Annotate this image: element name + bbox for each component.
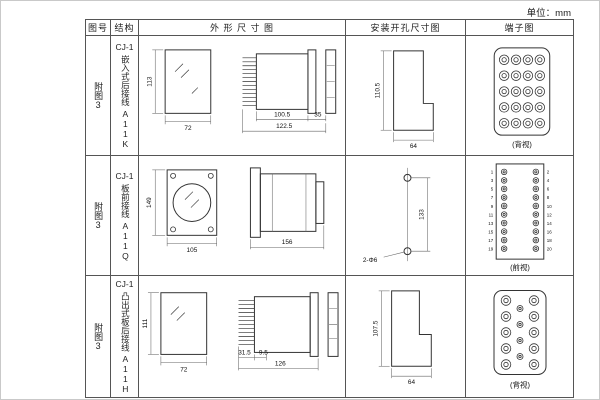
front-view: 149 105 [146, 169, 218, 254]
svg-text:9: 9 [491, 204, 494, 209]
hole-callout: 2-Φ6 [363, 257, 378, 264]
type-code-label: A11Q [120, 220, 131, 261]
dim-height: 111 [142, 318, 149, 328]
structure-cell-row1: CJ-1 嵌入式后接线 A11K [111, 36, 139, 156]
dim-pin-length: 31.5 [238, 349, 251, 356]
type-code-label: A11H [120, 354, 131, 395]
terminal-circles [498, 54, 545, 129]
dim-height: 113 [146, 76, 153, 87]
dim-depth: 126 [275, 360, 286, 367]
spec-table: 图号 结构 外 形 尺 寸 图 安装开孔尺寸图 端子图 附图3 CJ-1 嵌入式… [85, 19, 574, 398]
terminal-circles [500, 295, 540, 370]
fig-no-cell-row1: 附图3 [86, 36, 111, 156]
header-terminal: 端子图 [466, 20, 573, 36]
install-drawing-front-wired: 133 2-Φ6 [363, 167, 431, 264]
install-cell-row3: 107.5 64 [346, 276, 466, 397]
svg-text:8: 8 [547, 195, 550, 200]
outline-drawing-projecting: 111 72 31.5 9.5 [142, 292, 339, 373]
structure-cell-row3: CJ-1 凸出式板后接线 A11H [111, 276, 139, 397]
svg-text:5: 5 [491, 187, 494, 192]
svg-text:4: 4 [547, 178, 550, 183]
dim-height: 149 [146, 197, 153, 208]
structure-label: 凸出式板后接线 [120, 291, 131, 352]
type-code-label: A11K [120, 109, 131, 149]
dim-flange: 35 [314, 111, 322, 118]
front-view: 111 72 [142, 292, 208, 373]
terminal-cell-row1: (背视) [466, 36, 573, 156]
dim-body-depth: 100.5 [274, 111, 291, 118]
install-cell-row1: 110.5 64 [346, 36, 466, 156]
fig-no-cell-row2: 附图3 [86, 156, 111, 276]
side-view: 100.5 35 122.5 [242, 49, 337, 134]
svg-text:19: 19 [488, 246, 493, 251]
svg-text:20: 20 [547, 246, 552, 251]
dim-width: 72 [180, 366, 188, 373]
fig-no-label: 附图3 [93, 81, 104, 110]
header-fig-no: 图号 [86, 20, 111, 36]
side-view: 156 [249, 167, 325, 250]
svg-text:14: 14 [547, 221, 552, 226]
terminal-view-label: (背视) [512, 139, 532, 149]
model-label: CJ-1 [115, 278, 134, 289]
structure-label: 板前接线 [120, 183, 131, 218]
outline-drawing-front-wired: 149 105 156 [146, 167, 325, 254]
dim-total-depth: 122.5 [276, 123, 293, 130]
unit-label: 单位：mm [526, 8, 571, 19]
svg-text:13: 13 [488, 221, 493, 226]
fig-no-label: 附图3 [93, 201, 104, 230]
svg-text:1: 1 [491, 170, 494, 175]
outline-drawing-embedded: 113 72 100.5 35 [146, 49, 337, 134]
svg-text:17: 17 [488, 238, 493, 243]
svg-text:2: 2 [547, 170, 550, 175]
model-label: CJ-1 [115, 170, 134, 181]
install-drawing-projecting: 107.5 64 [373, 290, 432, 386]
structure-label: 嵌入式后接线 [120, 55, 131, 106]
header-outline: 外 形 尺 寸 图 [139, 20, 346, 36]
dim-cutout-height: 110.5 [375, 82, 382, 98]
dim-cutout-width: 64 [408, 379, 416, 386]
header-install: 安装开孔尺寸图 [346, 20, 466, 36]
svg-text:6: 6 [547, 187, 550, 192]
dim-cutout-height: 107.5 [373, 320, 380, 337]
terminal-view-label: (背视) [510, 380, 530, 390]
terminal-drawing-projecting: (背视) [493, 290, 547, 390]
svg-text:12: 12 [547, 212, 552, 217]
dim-pin-pitch: 9.5 [259, 349, 268, 356]
structure-cell-row2: CJ-1 板前接线 A11Q [111, 156, 139, 276]
dim-cutout-width: 64 [410, 143, 418, 150]
install-cell-row2: 133 2-Φ6 [346, 156, 466, 276]
dim-hole-spacing: 133 [418, 209, 425, 220]
svg-text:11: 11 [489, 212, 494, 217]
fig-no-label: 附图3 [93, 322, 104, 351]
outline-cell-row1: 113 72 100.5 35 [139, 36, 346, 156]
header-structure: 结构 [111, 20, 139, 36]
svg-text:3: 3 [491, 178, 494, 183]
terminal-view-label: (前视) [510, 262, 530, 272]
outline-cell-row3: 111 72 31.5 9.5 [139, 276, 346, 397]
side-view: 31.5 9.5 126 [238, 292, 339, 371]
outline-cell-row2: 149 105 156 [139, 156, 346, 276]
svg-text:15: 15 [488, 229, 493, 234]
model-label: CJ-1 [115, 42, 134, 52]
dim-width: 72 [184, 125, 192, 132]
svg-text:7: 7 [491, 195, 494, 200]
terminal-cell-row3: (背视) [466, 276, 573, 397]
dim-depth: 156 [282, 239, 293, 246]
dim-width: 105 [187, 247, 198, 254]
svg-text:10: 10 [547, 204, 552, 209]
svg-text:16: 16 [547, 229, 552, 234]
fig-no-cell-row3: 附图3 [86, 276, 111, 397]
svg-text:18: 18 [547, 238, 552, 243]
front-view: 113 72 [146, 49, 212, 132]
terminal-drawing-embedded: (背视) [493, 47, 551, 149]
install-drawing-embedded: 110.5 64 [375, 50, 434, 150]
